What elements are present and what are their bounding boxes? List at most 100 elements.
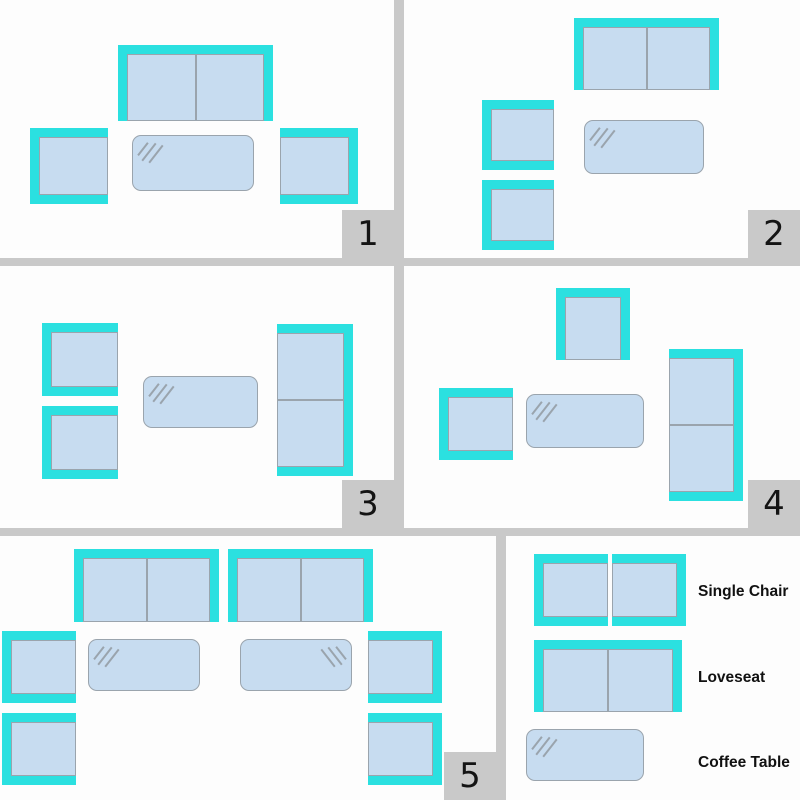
chair-arm	[543, 617, 608, 626]
seat-cushion	[565, 297, 621, 360]
chair-back	[349, 128, 358, 204]
furniture-coffee-table[interactable]	[88, 639, 200, 691]
furniture-single-chair[interactable]	[42, 406, 118, 479]
chair-arm	[491, 180, 554, 189]
chair-arm	[51, 470, 118, 479]
loveseat-arm	[710, 27, 719, 90]
furniture-loveseat[interactable]	[74, 549, 219, 622]
seat-cushion	[646, 27, 710, 90]
seat-cushion	[368, 722, 433, 776]
loveseat-arm	[228, 558, 237, 622]
chair-arm	[368, 713, 433, 722]
panel-stage	[0, 536, 496, 800]
furniture-single-chair[interactable]	[280, 128, 358, 204]
chair-back	[482, 180, 491, 250]
loveseat-arm	[277, 324, 344, 333]
seat-cushion	[127, 54, 196, 121]
table-shine-icon	[589, 124, 624, 154]
chair-arm	[491, 161, 554, 170]
seat-cushion	[51, 332, 118, 387]
furniture-single-chair[interactable]	[534, 554, 608, 626]
panel-stage	[0, 0, 394, 258]
panel-number-badge: 5	[444, 752, 496, 800]
panel-stage	[404, 266, 800, 528]
panel-stage	[0, 266, 394, 528]
loveseat-back	[118, 45, 273, 54]
chair-back	[42, 323, 51, 396]
furniture-single-chair[interactable]	[482, 180, 554, 250]
loveseat-back	[734, 349, 743, 501]
loveseat-arm	[277, 467, 344, 476]
panel-number-badge: 1	[342, 210, 394, 258]
table-shine-icon	[531, 398, 566, 428]
panel-arrangement-2: 2	[404, 0, 800, 258]
seat-cushion	[277, 333, 344, 400]
furniture-loveseat[interactable]	[574, 18, 719, 90]
seat-cushion	[39, 137, 108, 195]
panel-number-badge: 3	[342, 480, 394, 528]
loveseat-arm	[118, 54, 127, 121]
chair-arm	[612, 617, 677, 626]
furniture-single-chair[interactable]	[612, 554, 686, 626]
furniture-single-chair[interactable]	[42, 323, 118, 396]
seat-cushion	[583, 27, 647, 90]
furniture-single-chair[interactable]	[2, 713, 76, 785]
furniture-loveseat[interactable]	[534, 640, 682, 712]
seat-cushion	[448, 397, 513, 451]
seat-cushion	[195, 54, 264, 121]
furniture-single-chair[interactable]	[368, 713, 442, 785]
chair-arm	[543, 554, 608, 563]
furniture-loveseat[interactable]	[669, 349, 743, 501]
chair-arm	[51, 406, 118, 415]
chair-arm	[491, 241, 554, 250]
loveseat-arm	[574, 27, 583, 90]
chair-arm	[11, 631, 76, 640]
chair-back	[677, 554, 686, 626]
furniture-single-chair[interactable]	[556, 288, 630, 360]
furniture-coffee-table[interactable]	[143, 376, 258, 428]
chair-back	[482, 100, 491, 170]
furniture-coffee-table[interactable]	[526, 394, 644, 448]
loveseat-arm	[673, 649, 682, 712]
loveseat-arm	[669, 349, 734, 358]
furniture-coffee-table[interactable]	[526, 729, 644, 781]
legend-label-0: Single Chair	[698, 583, 789, 600]
loveseat-arm	[264, 54, 273, 121]
chair-back	[433, 631, 442, 703]
table-shine-icon	[312, 643, 347, 673]
furniture-loveseat[interactable]	[118, 45, 273, 121]
chair-arm	[11, 694, 76, 703]
loveseat-arm	[364, 558, 373, 622]
chair-back	[2, 713, 11, 785]
loveseat-back	[534, 640, 682, 649]
seat-cushion	[280, 137, 349, 195]
loveseat-arm	[74, 558, 83, 622]
table-shine-icon	[148, 380, 183, 410]
furniture-coffee-table[interactable]	[132, 135, 254, 191]
loveseat-arm	[534, 649, 543, 712]
furniture-single-chair[interactable]	[439, 388, 513, 460]
furniture-coffee-table[interactable]	[584, 120, 704, 174]
chair-arm	[51, 323, 118, 332]
chair-back	[439, 388, 448, 460]
chair-back	[534, 554, 543, 626]
seat-cushion	[83, 558, 147, 622]
panel-arrangement-5: 5	[0, 536, 496, 800]
furniture-coffee-table[interactable]	[240, 639, 352, 691]
furniture-loveseat[interactable]	[277, 324, 353, 476]
furniture-single-chair[interactable]	[2, 631, 76, 703]
furniture-single-chair[interactable]	[482, 100, 554, 170]
seat-cushion	[669, 358, 734, 425]
panel-number-badge: 4	[748, 480, 800, 528]
seat-cushion	[491, 109, 554, 161]
chair-arm	[51, 387, 118, 396]
panel-stage	[404, 0, 800, 258]
furniture-single-chair[interactable]	[368, 631, 442, 703]
loveseat-back	[574, 18, 719, 27]
furniture-loveseat[interactable]	[228, 549, 373, 622]
chair-arm	[280, 195, 349, 204]
chair-back	[433, 713, 442, 785]
furniture-single-chair[interactable]	[30, 128, 108, 204]
chair-arm	[368, 631, 433, 640]
